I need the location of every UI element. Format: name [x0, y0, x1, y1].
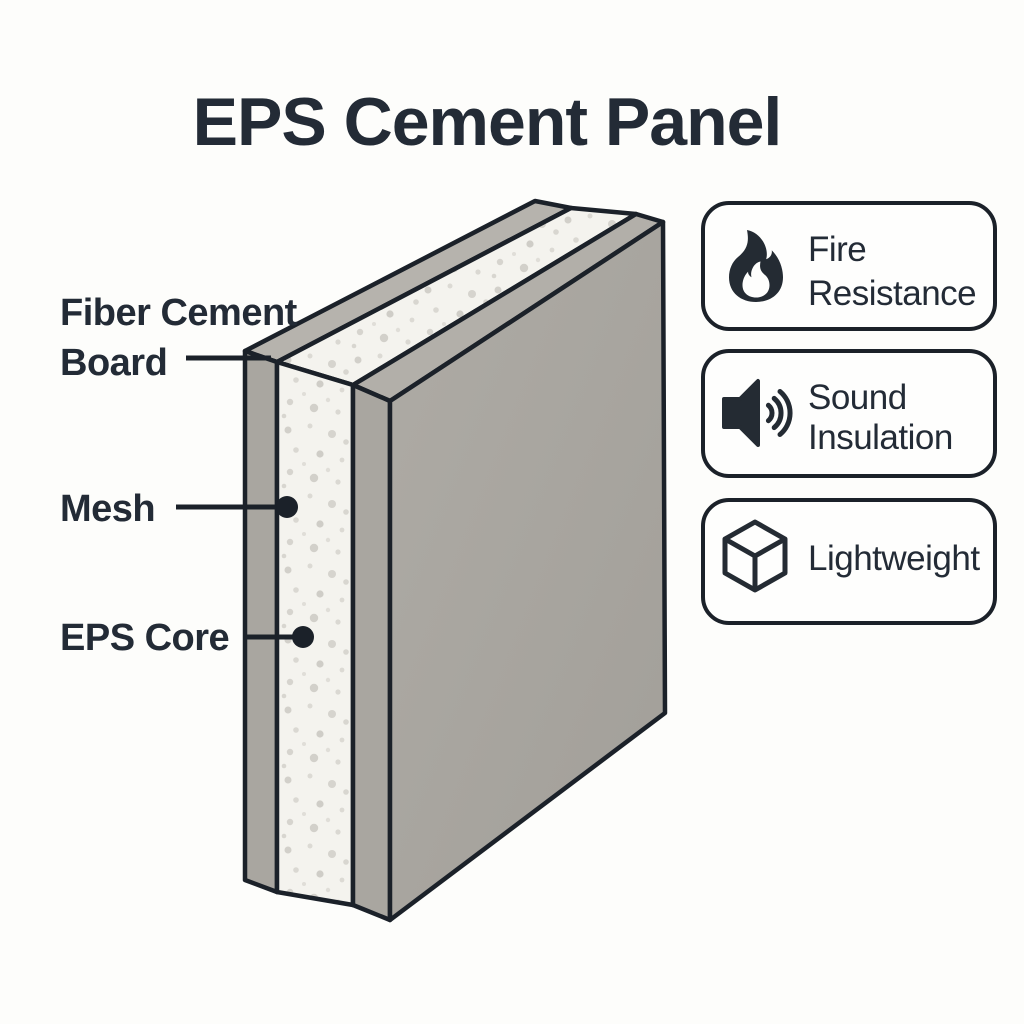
cube-icon: [722, 519, 788, 593]
label-mesh: Mesh: [60, 488, 155, 530]
label-fiber-cement-line1: Fiber Cement: [60, 292, 298, 334]
badge-label-line1: Sound: [808, 378, 907, 417]
leader-mesh-dot: [276, 496, 298, 518]
badge-box: [701, 498, 997, 625]
speaker-icon: [722, 379, 793, 447]
panel-front-face: [387, 219, 668, 923]
label-eps-core: EPS Core: [60, 617, 229, 659]
leader-eps-core-dot: [292, 626, 314, 648]
badge-label-line2: Insulation: [808, 418, 953, 457]
badge-label-line2: Resistance: [808, 274, 976, 313]
label-fiber-cement-line2: Board: [60, 342, 167, 384]
panel-section-fiber-cement-board-right: [350, 382, 393, 923]
badge-box: [701, 201, 997, 331]
feature-badge-sound-insulation: Sound Insulation: [701, 349, 997, 478]
panel-section-eps-core: [274, 359, 356, 908]
page-title: EPS Cement Panel: [193, 84, 782, 160]
feature-badge-fire-resistance: Fire Resistance: [701, 201, 997, 331]
flame-icon: [729, 230, 783, 302]
feature-badge-lightweight: Lightweight: [701, 498, 997, 625]
badge-label-line1: Fire: [808, 230, 866, 269]
badge-label-line1: Lightweight: [808, 539, 980, 578]
panel-section-fiber-cement-board-left: [242, 348, 280, 895]
layer-labels: Fiber Cement Board Mesh EPS Core: [60, 292, 298, 659]
panel-illustration: [242, 198, 668, 923]
badge-box: [701, 349, 997, 478]
leader-lines: [176, 355, 314, 648]
